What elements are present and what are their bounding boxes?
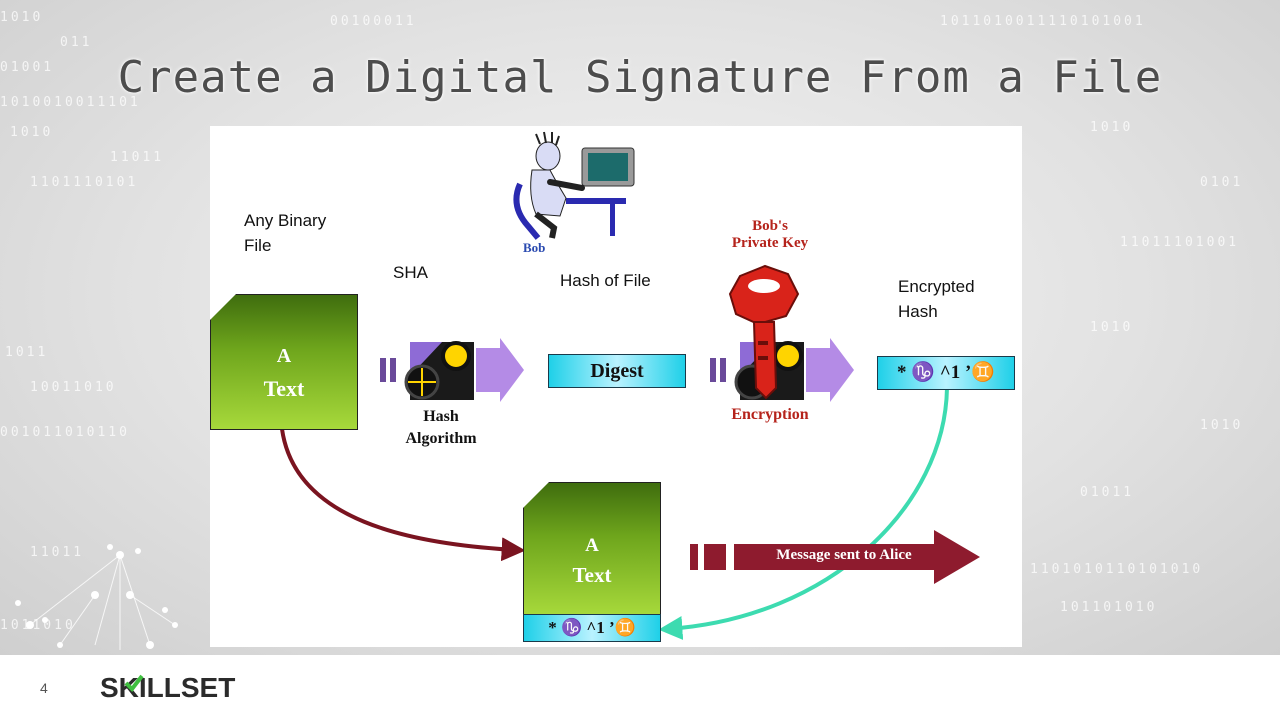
binary-text: 1010 <box>10 125 54 140</box>
binary-text: 1011010 <box>0 618 76 633</box>
binary-text: 1010010011101 <box>0 95 141 110</box>
binary-text: 1011 <box>5 345 49 360</box>
binary-text: 10011010 <box>30 380 117 395</box>
computer-user-icon <box>513 131 635 240</box>
label-hash-of-file: Hash of File <box>560 271 651 290</box>
sent-document: A Text <box>523 482 661 616</box>
label-line: Private Key <box>731 235 809 251</box>
binary-text: 11011 <box>110 150 165 165</box>
label-encryption: Encryption <box>731 406 809 423</box>
label-line: Hash <box>898 302 938 321</box>
label-encrypted-hash: Encrypted Hash <box>898 274 975 324</box>
binary-text: 0101 <box>1200 175 1244 190</box>
label-sha: SHA <box>393 263 428 282</box>
binary-text: 1010 <box>1090 120 1134 135</box>
diagram-panel: Any Binary File SHA Hash of File Encrypt… <box>210 126 1022 647</box>
encrypted-hash-box: * ♑ ^1 ’♊ <box>877 356 1015 390</box>
gear-icon <box>380 338 524 402</box>
binary-text: 01011 <box>1080 485 1135 500</box>
label-line: Algorithm <box>405 430 477 447</box>
binary-text: 01001 <box>0 60 55 75</box>
label-any-binary-file: Any Binary File <box>244 208 326 258</box>
binary-text: 1101010110101010 <box>1030 562 1204 577</box>
check-icon <box>124 674 144 692</box>
skillset-logo: SKILLSET <box>100 672 236 703</box>
page-number: 4 <box>40 680 48 696</box>
binary-text: 011 <box>60 35 93 50</box>
arrow-right-icon <box>690 530 980 584</box>
binary-text: 101101010 <box>1060 600 1158 615</box>
doc-line: A <box>276 345 292 367</box>
binary-text: 1101110101 <box>30 175 139 190</box>
binary-text: 1010 <box>1090 320 1134 335</box>
label-line: File <box>244 236 272 255</box>
binary-text: 1011010011110101001 <box>940 14 1146 29</box>
label-hash-algorithm: Hash Algorithm <box>388 406 494 450</box>
slide-background: 1010 011 00100011 1011010011110101001 01… <box>0 0 1280 655</box>
label-bob: Bob <box>523 240 546 255</box>
label-message-sent: Message sent to Alice <box>776 547 912 563</box>
label-line: Bob's <box>752 218 788 234</box>
doc-line: Text <box>263 376 305 401</box>
flow-curve-teal <box>658 387 949 640</box>
doc-line: Text <box>572 563 612 587</box>
diagram-graphics <box>280 131 980 640</box>
binary-text: 1010 <box>1200 418 1244 433</box>
digest-box: Digest <box>548 354 686 388</box>
binary-text: 001011010110 <box>0 425 130 440</box>
slide-footer <box>0 655 1280 720</box>
binary-text: 11011101001 <box>1120 235 1240 250</box>
flow-curve-maroon <box>280 428 526 562</box>
binary-text: 00100011 <box>330 14 417 29</box>
key-icon <box>728 264 800 400</box>
label-line: Any Binary <box>244 211 327 230</box>
network-decoration <box>15 544 178 650</box>
binary-text: 11011 <box>30 545 85 560</box>
binary-text: 1010 <box>0 10 44 25</box>
source-document: A Text <box>210 294 358 430</box>
doc-line: A <box>585 535 599 556</box>
label-bobs-private-key: Bob's Private Key <box>710 218 830 252</box>
sent-signature-box: * ♑ ^1 ’♊ <box>523 614 661 642</box>
label-line: Hash <box>423 408 459 425</box>
gear-icon <box>710 338 854 402</box>
slide-title: Create a Digital Signature From a File <box>117 52 1163 103</box>
label-line: Encrypted <box>898 277 975 296</box>
